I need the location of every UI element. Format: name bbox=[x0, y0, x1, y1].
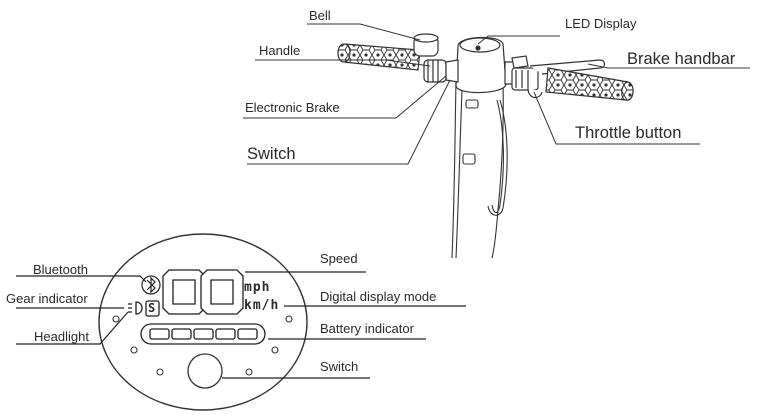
label-digital-display-mode: Digital display mode bbox=[320, 289, 437, 304]
left-grip bbox=[337, 43, 421, 71]
label-gear-indicator: Gear indicator bbox=[6, 291, 88, 306]
panel-dots bbox=[112, 315, 293, 376]
display-leaders bbox=[16, 271, 466, 379]
label-electronic-brake: Electronic Brake bbox=[245, 100, 340, 115]
right-grip bbox=[545, 67, 634, 101]
label-speed: Speed bbox=[320, 251, 358, 266]
label-throttle-button: Throttle button bbox=[575, 124, 682, 142]
bluetooth-icon bbox=[141, 275, 161, 295]
scooter-head bbox=[455, 36, 507, 94]
gear-value: S bbox=[148, 301, 156, 315]
scooter-stem bbox=[451, 79, 508, 259]
label-switch-scooter: Switch bbox=[247, 145, 296, 163]
label-switch-display: Switch bbox=[320, 359, 359, 374]
unit-kmh: km/h bbox=[244, 298, 280, 313]
gear-box bbox=[145, 300, 160, 317]
headlight-icon bbox=[128, 301, 143, 315]
label-bluetooth: Bluetooth bbox=[33, 262, 88, 277]
label-headlight: Headlight bbox=[34, 329, 89, 344]
label-led-display: LED Display bbox=[565, 16, 637, 31]
label-handle: Handle bbox=[259, 43, 301, 58]
scooter-leaders bbox=[243, 23, 750, 165]
label-brake-handbar: Brake handbar bbox=[627, 50, 736, 68]
power-switch bbox=[187, 353, 223, 389]
left-controls bbox=[423, 59, 459, 83]
battery-bar bbox=[140, 323, 266, 345]
label-bell: Bell bbox=[309, 8, 331, 23]
bell-part bbox=[413, 33, 439, 57]
label-battery-indicator: Battery indicator bbox=[320, 321, 414, 336]
unit-mph: mph bbox=[244, 280, 271, 295]
speed-digits bbox=[162, 269, 244, 315]
